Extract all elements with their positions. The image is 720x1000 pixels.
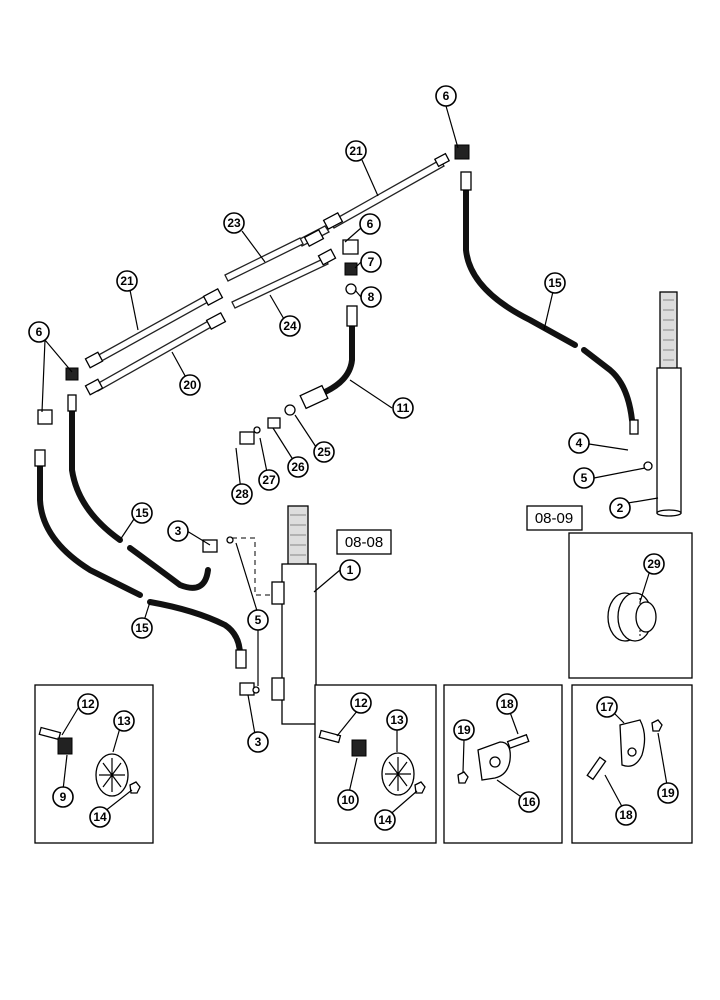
detail-box-5	[568, 532, 693, 679]
reference-box-08-09: 08-09	[526, 505, 583, 531]
svg-text:9: 9	[60, 790, 67, 804]
svg-text:29: 29	[647, 557, 661, 571]
callout-10: 10	[337, 789, 359, 811]
svg-text:1: 1	[347, 563, 354, 577]
fittings	[34, 144, 653, 696]
svg-text:3: 3	[255, 735, 262, 749]
callout-23: 23	[223, 212, 245, 234]
svg-text:18: 18	[619, 808, 633, 822]
svg-text:6: 6	[367, 217, 374, 231]
callout-6: 6	[435, 85, 457, 107]
svg-text:6: 6	[36, 325, 43, 339]
svg-text:8: 8	[368, 290, 375, 304]
svg-text:12: 12	[354, 696, 368, 710]
svg-text:15: 15	[548, 276, 562, 290]
callout-2: 2	[609, 497, 631, 519]
tubes	[84, 152, 451, 396]
svg-text:3: 3	[175, 524, 182, 538]
callout-3: 3	[247, 731, 269, 753]
callout-25: 25	[313, 441, 335, 463]
svg-text:19: 19	[457, 723, 471, 737]
svg-text:10: 10	[341, 793, 355, 807]
callout-20: 20	[179, 374, 201, 396]
callout-28: 28	[231, 483, 253, 505]
svg-text:24: 24	[283, 319, 297, 333]
cylinder-left	[232, 505, 317, 725]
callout-18: 18	[615, 804, 637, 826]
svg-text:16: 16	[522, 795, 536, 809]
svg-text:13: 13	[117, 714, 131, 728]
svg-text:23: 23	[227, 216, 241, 230]
callout-9: 9	[52, 786, 74, 808]
svg-text:27: 27	[262, 473, 276, 487]
callout-5: 5	[247, 609, 269, 631]
callout-7: 7	[360, 251, 382, 273]
callout-5: 5	[573, 467, 595, 489]
callout-12: 12	[350, 692, 372, 714]
svg-text:28: 28	[235, 487, 249, 501]
svg-text:5: 5	[581, 471, 588, 485]
svg-text:14: 14	[378, 813, 392, 827]
svg-text:26: 26	[291, 460, 305, 474]
hoses	[37, 187, 635, 658]
svg-text:7: 7	[368, 255, 375, 269]
svg-text:21: 21	[349, 144, 363, 158]
svg-text:17: 17	[600, 700, 614, 714]
callout-19: 19	[453, 719, 475, 741]
svg-text:4: 4	[576, 436, 583, 450]
callout-15: 15	[544, 272, 566, 294]
cylinder-right	[656, 291, 682, 517]
svg-text:2: 2	[617, 501, 624, 515]
callout-4: 4	[568, 432, 590, 454]
callout-12: 12	[77, 693, 99, 715]
reference-label: 08-08	[345, 534, 383, 551]
svg-text:15: 15	[135, 506, 149, 520]
callout-27: 27	[258, 469, 280, 491]
callout-21: 21	[116, 270, 138, 292]
callout-21: 21	[345, 140, 367, 162]
callout-11: 11	[392, 397, 414, 419]
callout-26: 26	[287, 456, 309, 478]
svg-text:25: 25	[317, 445, 331, 459]
callout-13: 13	[113, 710, 135, 732]
reference-box-08-08: 08-08	[336, 529, 392, 555]
callout-8: 8	[360, 286, 382, 308]
callout-19: 19	[657, 782, 679, 804]
svg-text:15: 15	[135, 621, 149, 635]
callout-1: 1	[339, 559, 361, 581]
svg-text:21: 21	[120, 274, 134, 288]
svg-text:11: 11	[397, 401, 410, 415]
svg-text:19: 19	[661, 786, 675, 800]
callout-13: 13	[386, 709, 408, 731]
detail-box-4	[571, 684, 693, 844]
callout-14: 14	[374, 809, 396, 831]
callout-18: 18	[496, 693, 518, 715]
svg-text:14: 14	[93, 810, 107, 824]
svg-text:18: 18	[500, 697, 514, 711]
svg-text:13: 13	[390, 713, 404, 727]
callout-15: 15	[131, 617, 153, 639]
svg-text:5: 5	[255, 613, 262, 627]
callout-3: 3	[167, 520, 189, 542]
callout-17: 17	[596, 696, 618, 718]
callout-15: 15	[131, 502, 153, 524]
callout-16: 16	[518, 791, 540, 813]
svg-text:12: 12	[81, 697, 95, 711]
callout-6: 6	[359, 213, 381, 235]
callout-6: 6	[28, 321, 50, 343]
callout-14: 14	[89, 806, 111, 828]
reference-label: 08-09	[535, 510, 573, 527]
svg-text:6: 6	[443, 89, 450, 103]
callout-24: 24	[279, 315, 301, 337]
callout-29: 29	[643, 553, 665, 575]
svg-text:20: 20	[183, 378, 197, 392]
